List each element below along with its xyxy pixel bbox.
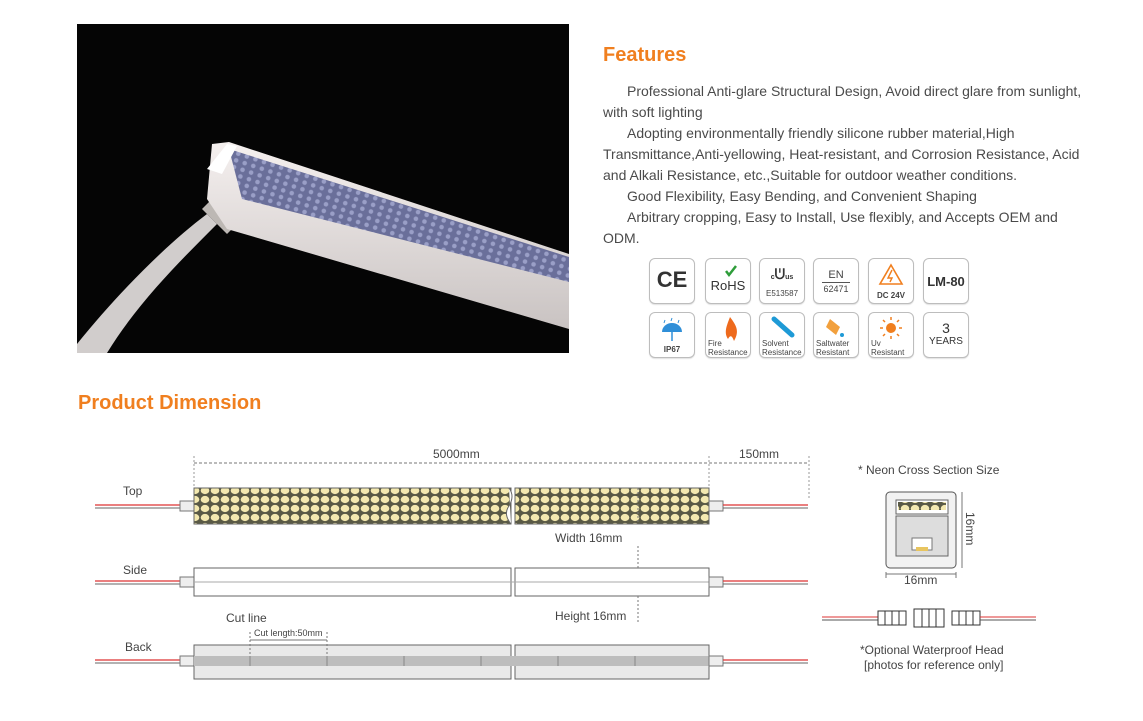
feature-item: Professional Anti-glare Structural Desig…: [603, 83, 1082, 120]
cross-height-label: 16mm: [963, 512, 977, 546]
solvent-icon: Solvent Resistance: [759, 312, 805, 358]
feature-item: Good Flexibility, Easy Bending, and Conv…: [627, 188, 977, 204]
lead-length-label: 150mm: [739, 447, 780, 461]
cross-section-drawing: [885, 491, 963, 578]
cross-section-title: * Neon Cross Section Size: [858, 463, 1000, 477]
rohs-icon: RoHS: [705, 258, 751, 304]
waterproof-head-label: *Optional Waterproof Head: [860, 643, 1004, 657]
view-back-label: Back: [125, 640, 152, 654]
ul-mark-icon: cᕫus E513587: [759, 258, 805, 304]
en-standard-icon: EN 62471: [813, 258, 859, 304]
height-label: Height 16mm: [555, 609, 627, 623]
cut-line-label: Cut line: [226, 611, 267, 625]
dimension-title: Product Dimension: [78, 392, 262, 414]
width-label: Width 16mm: [555, 531, 623, 545]
reference-note: [photos for reference only]: [864, 658, 1004, 672]
lm80-icon: LM-80: [923, 258, 969, 304]
fire-icon: Fire Resistance: [705, 312, 751, 358]
warranty-icon: 3 YEARS: [923, 312, 969, 358]
cut-length-label: Cut length:50mm: [254, 628, 323, 638]
features-section: Features Professional Anti-glare Structu…: [603, 44, 1083, 249]
voltage-warning-icon: DC 24V: [868, 258, 914, 304]
waterproof-head-drawing: [822, 608, 1036, 628]
features-title: Features: [603, 44, 687, 66]
sun-icon: Uv Resistant: [868, 312, 914, 358]
ce-mark-icon: CE: [649, 258, 695, 304]
feature-item: Adopting environmentally friendly silico…: [603, 125, 1080, 183]
feature-item: Arbitrary cropping, Easy to Install, Use…: [603, 209, 1058, 246]
cross-width-label: 16mm: [904, 573, 938, 587]
view-side-label: Side: [123, 563, 148, 577]
waterproof-icon: IP67: [649, 312, 695, 358]
saltwater-icon: Saltwater Resistant: [813, 312, 859, 358]
length-label: 5000mm: [433, 447, 480, 461]
product-photo: [77, 24, 569, 353]
view-top-label: Top: [123, 484, 143, 498]
